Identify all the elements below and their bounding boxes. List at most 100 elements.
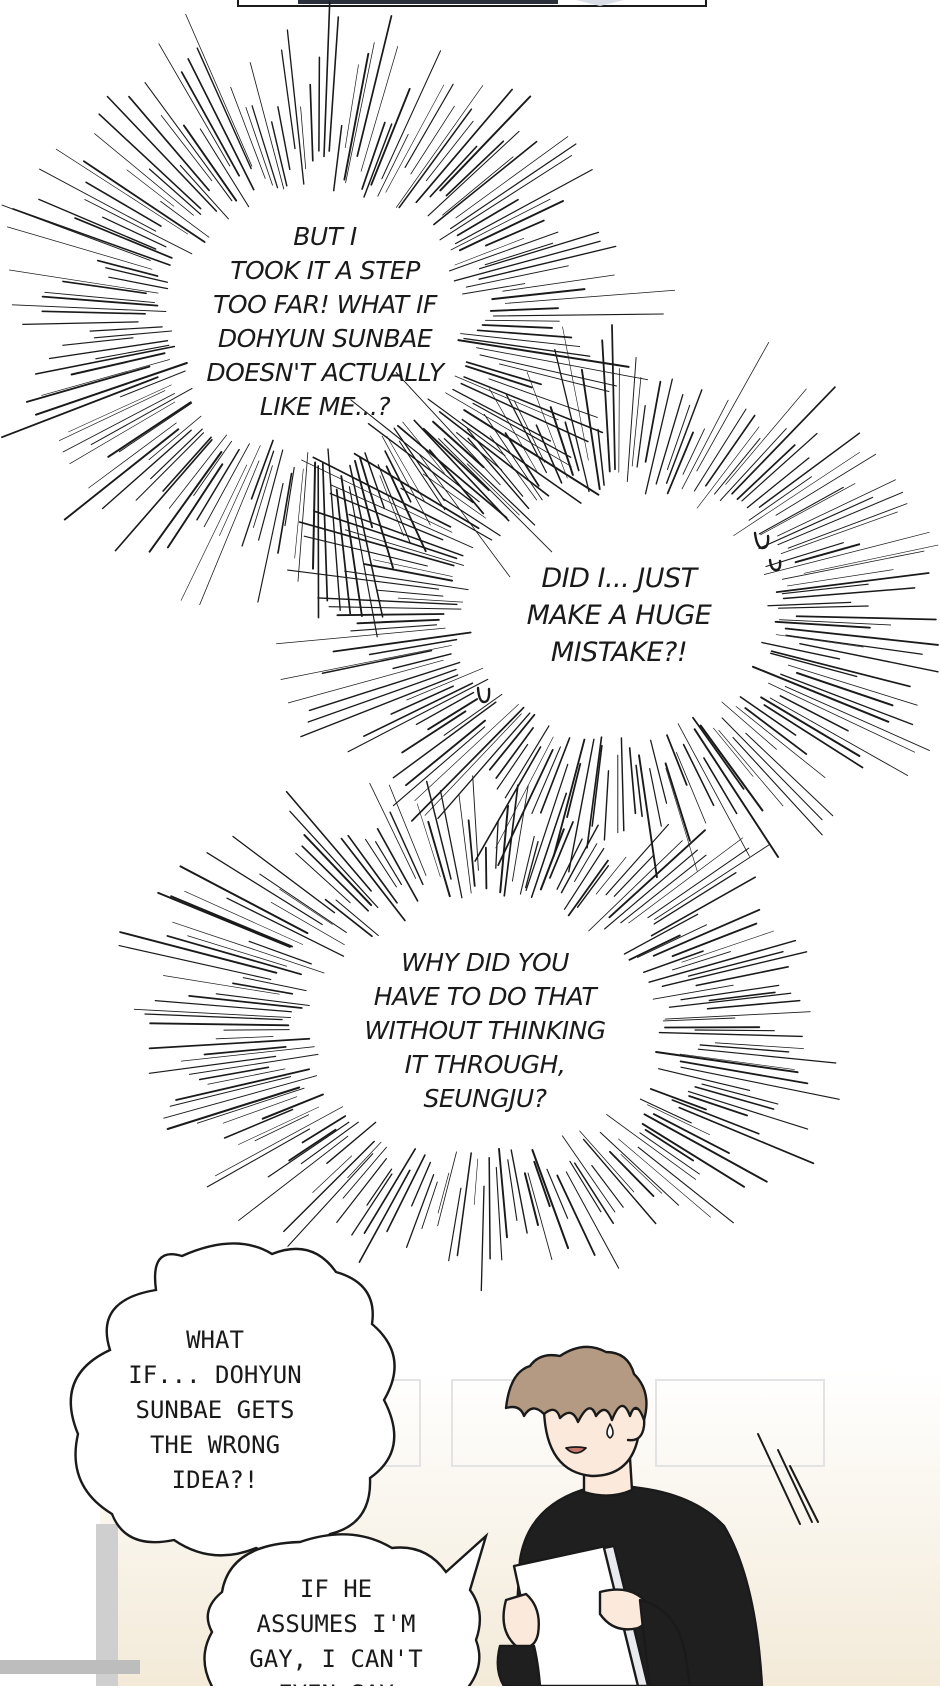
focus-line: [313, 1156, 352, 1193]
focus-line: [150, 169, 201, 214]
speech-line: WHAT: [100, 1323, 330, 1358]
focus-line: [654, 1114, 729, 1153]
focus-line: [645, 1114, 767, 1181]
focus-line: [334, 126, 342, 191]
focus-line: [525, 1173, 538, 1225]
focus-line: [345, 65, 358, 148]
focus-line: [489, 1158, 490, 1259]
speech-line: THE WRONG: [100, 1428, 330, 1463]
focus-line: [505, 290, 674, 303]
focus-line: [188, 59, 254, 190]
focus-line: [528, 1173, 552, 1260]
focus-line: [557, 839, 582, 889]
focus-line: [762, 643, 840, 659]
focus-line: [486, 848, 487, 889]
focus-line: [697, 427, 759, 508]
focus-line: [358, 620, 439, 624]
thought-line: DOHYUN SUNBAE: [170, 322, 480, 356]
focus-line: [253, 466, 272, 528]
focus-line: [346, 43, 375, 183]
speech-line: IDEA?!: [100, 1463, 330, 1498]
thought-line: DID I... JUST: [494, 560, 744, 597]
focus-line: [768, 602, 851, 605]
focus-line: [367, 1169, 392, 1205]
focus-line: [364, 564, 452, 581]
thought-text: BUT I TOOK IT A STEP TOO FAR! WHAT IF DO…: [170, 220, 480, 424]
focus-line: [760, 433, 860, 507]
thought-line: HAVE TO DO THAT: [340, 980, 630, 1014]
focus-line: [637, 406, 645, 467]
focus-line: [654, 910, 760, 956]
focus-line: [481, 1186, 484, 1290]
focus-line: [532, 1150, 568, 1248]
focus-line: [233, 983, 293, 994]
speech-text: WHAT IF... DOHYUN SUNBAE GETS THE WRONG …: [100, 1323, 330, 1498]
focus-line: [170, 1077, 290, 1107]
focus-line: [797, 616, 936, 619]
focus-line: [422, 1182, 437, 1229]
thought-line: BUT I: [170, 220, 480, 254]
focus-line: [370, 783, 416, 878]
focus-line: [414, 420, 509, 520]
focus-line: [800, 644, 938, 672]
focus-line: [116, 440, 212, 551]
focus-line: [337, 614, 443, 615]
thought-line: MISTAKE?!: [494, 634, 744, 671]
focus-line: [288, 1154, 373, 1247]
focus-line: [696, 967, 788, 986]
focus-line: [733, 738, 822, 835]
speech-line: SUNBAE GETS: [100, 1393, 330, 1428]
thought-text: WHY DID YOU HAVE TO DO THAT WITHOUT THIN…: [340, 946, 630, 1116]
focus-line: [181, 465, 247, 601]
focus-line: [249, 941, 311, 964]
focus-line: [665, 1012, 810, 1019]
focus-line: [486, 320, 560, 321]
focus-line: [473, 776, 479, 870]
focus-line: [607, 1115, 696, 1180]
focus-line: [621, 1154, 662, 1193]
focus-line: [647, 1105, 709, 1135]
focus-line: [715, 438, 761, 494]
focus-line: [385, 451, 411, 502]
focus-line: [288, 660, 443, 703]
focus-line: [161, 116, 212, 181]
focus-line: [95, 134, 194, 216]
focus-line: [648, 848, 749, 918]
focus-line: [63, 338, 133, 346]
focus-line: [176, 1069, 309, 1100]
focus-line: [278, 474, 292, 553]
focus-line: [532, 747, 561, 814]
focus-line: [285, 468, 294, 526]
focus-line: [268, 1122, 349, 1177]
focus-line: [469, 820, 475, 886]
focus-line: [313, 463, 315, 569]
focus-line: [478, 330, 572, 337]
focus-line: [598, 430, 604, 486]
focus-line: [120, 932, 276, 973]
thought-line: SEUNGJU?: [340, 1082, 630, 1116]
focus-line: [681, 1067, 839, 1099]
focus-line: [500, 364, 609, 392]
focus-line: [246, 107, 273, 185]
focus-line: [42, 311, 145, 314]
focus-line: [786, 629, 938, 645]
focus-line: [440, 97, 530, 191]
focus-line: [779, 606, 869, 608]
focus-line: [497, 745, 527, 790]
focus-line: [318, 598, 457, 605]
focus-line: [108, 97, 217, 212]
focus-line: [224, 1030, 289, 1031]
focus-line: [200, 1067, 269, 1079]
focus-line: [770, 698, 907, 776]
thought-line: WITHOUT THINKING: [340, 1014, 630, 1048]
focus-line: [493, 314, 663, 316]
focus-line: [557, 1176, 594, 1256]
focus-line: [343, 1147, 386, 1198]
focus-line: [200, 461, 259, 605]
focus-line: [329, 17, 338, 151]
focus-line: [695, 1030, 774, 1031]
focus-line: [364, 124, 392, 197]
focus-line: [337, 1159, 387, 1223]
focus-line: [474, 1159, 478, 1205]
thought-line: WHY DID YOU: [340, 946, 630, 980]
